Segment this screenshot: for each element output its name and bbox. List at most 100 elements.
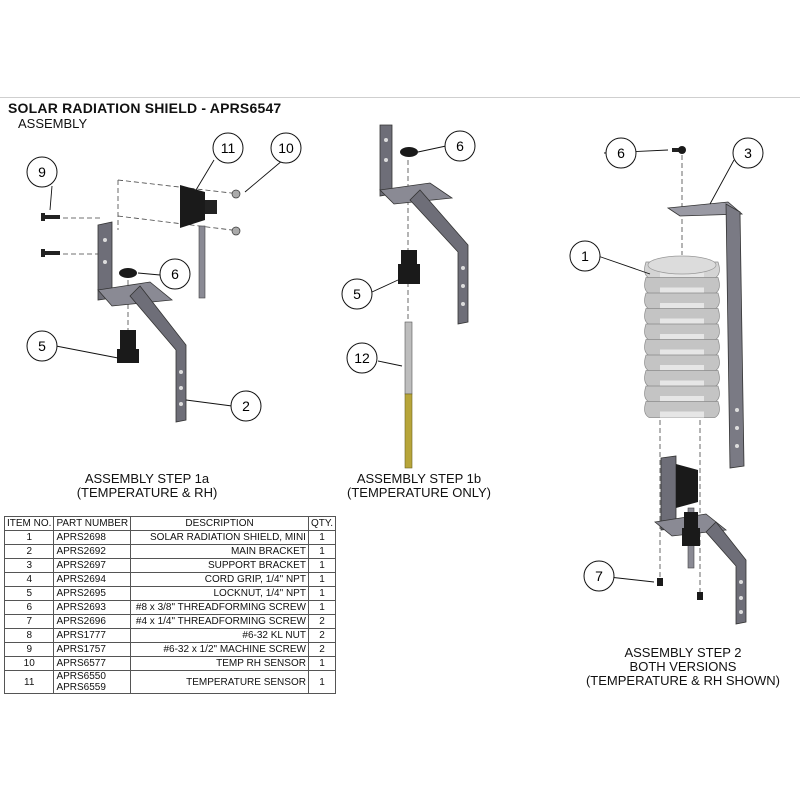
callout-bubble-step2-1: 3 bbox=[732, 137, 764, 169]
callout-number: 5 bbox=[353, 286, 361, 302]
callout-number: 6 bbox=[171, 266, 179, 282]
bom-part-number: APRS6577 bbox=[53, 656, 132, 671]
callout-number: 12 bbox=[354, 350, 370, 366]
callout-number: 11 bbox=[221, 140, 236, 156]
bom-part-number-text: APRS1757 bbox=[56, 644, 106, 655]
main-bracket-2 bbox=[97, 221, 187, 423]
bom-part-number: APRS2692 bbox=[53, 544, 132, 559]
step1a-caption-line1: ASSEMBLY STEP 1a bbox=[84, 471, 210, 486]
callout-bubble-step1a-5: 2 bbox=[230, 390, 262, 422]
drawing-title: SOLAR RADIATION SHIELD - APRS6547 bbox=[8, 100, 282, 116]
step1b-caption-line1: ASSEMBLY STEP 1b bbox=[356, 471, 482, 486]
bom-description: TEMPERATURE SENSOR bbox=[130, 670, 309, 694]
bom-description: LOCKNUT, 1/4" NPT bbox=[130, 586, 309, 601]
support-bracket-3 bbox=[666, 201, 745, 469]
callout-bubble-step1a-0: 9 bbox=[26, 156, 58, 188]
bom-qty: 1 bbox=[307, 600, 337, 615]
bom-header-row: ITEM NO. PART NUMBER DESCRIPTION QTY. bbox=[3, 516, 337, 531]
threadforming-screw-7b bbox=[697, 592, 703, 600]
bom-qty: 2 bbox=[307, 628, 337, 643]
step2-illustration bbox=[644, 146, 747, 625]
bom-description: SOLAR RADIATION SHIELD, MINI bbox=[130, 530, 309, 545]
drawing-subtitle: ASSEMBLY bbox=[18, 116, 88, 131]
bom-part-number: APRS1757 bbox=[53, 642, 132, 657]
bom-item-no: 8 bbox=[3, 628, 55, 643]
bom-part-number-text: APRS2694 bbox=[56, 574, 106, 585]
callout-number: 5 bbox=[38, 338, 46, 354]
bom-part-number: APRS2697 bbox=[53, 558, 132, 573]
bom-part-number: APRS2694 bbox=[53, 572, 132, 587]
callout-bubble-step1b-2: 12 bbox=[346, 342, 378, 374]
bom-qty: 1 bbox=[307, 572, 337, 587]
step2-caption-line3: (TEMPERATURE & RH SHOWN) bbox=[585, 673, 781, 688]
bom-qty: 1 bbox=[307, 586, 337, 601]
bom-item-no: 2 bbox=[3, 544, 55, 559]
bom-qty: 1 bbox=[307, 530, 337, 545]
bom-qty: 2 bbox=[307, 614, 337, 629]
bom-description: CORD GRIP, 1/4" NPT bbox=[130, 572, 309, 587]
top-border-line bbox=[0, 97, 800, 98]
threadforming-screw-7a bbox=[657, 578, 663, 586]
temperature-probe-12 bbox=[404, 321, 413, 469]
bom-description: #6-32 x 1/2" MACHINE SCREW bbox=[130, 642, 309, 657]
bom-part-number-text: APRS6577 bbox=[56, 658, 106, 669]
bom-header-description: DESCRIPTION bbox=[130, 516, 309, 531]
step1b-caption-line2: (TEMPERATURE ONLY) bbox=[347, 485, 491, 500]
step2-caption-line1: ASSEMBLY STEP 2 bbox=[624, 645, 742, 660]
threadforming-screw-6a bbox=[119, 268, 137, 278]
bom-header-item: ITEM NO. bbox=[3, 516, 55, 531]
callout-bubble-step1a-3: 6 bbox=[159, 258, 191, 290]
radiation-shield-1 bbox=[644, 255, 720, 418]
bom-part-number: APRS2698 bbox=[53, 530, 132, 545]
step1a-caption: ASSEMBLY STEP 1a (TEMPERATURE & RH) bbox=[62, 472, 232, 500]
bom-item-no: 3 bbox=[3, 558, 55, 573]
callout-number: 3 bbox=[744, 145, 752, 161]
bom-part-number-text: APRS2692 bbox=[56, 546, 106, 557]
callout-bubble-step2-2: 1 bbox=[569, 240, 601, 272]
bom-part-number-text: APRS6550 bbox=[56, 671, 106, 682]
cord-grip-5b bbox=[398, 250, 420, 284]
cord-grip-5a bbox=[117, 330, 139, 363]
callout-number: 1 bbox=[581, 248, 589, 264]
bom-description: #6-32 KL NUT bbox=[130, 628, 309, 643]
bom-part-number-text: APRS2693 bbox=[56, 602, 106, 613]
callout-number: 6 bbox=[456, 138, 464, 154]
bom-description: SUPPORT BRACKET bbox=[130, 558, 309, 573]
bom-item-no: 9 bbox=[3, 642, 55, 657]
bom-qty: 1 bbox=[307, 670, 337, 694]
bom-part-number-text: APRS2696 bbox=[56, 616, 106, 627]
bom-qty: 2 bbox=[307, 642, 337, 657]
bom-part-number-text: APRS2697 bbox=[56, 560, 106, 571]
threadforming-screw-6c bbox=[672, 146, 686, 154]
step1a-illustration bbox=[41, 179, 241, 423]
kl-nut-b bbox=[231, 226, 241, 236]
bom-item-no: 7 bbox=[3, 614, 55, 629]
bom-qty: 1 bbox=[307, 544, 337, 559]
callout-number: 9 bbox=[38, 164, 46, 180]
bom-item-no: 11 bbox=[3, 670, 55, 694]
bracket-assembly-step2 bbox=[654, 455, 747, 625]
machine-screw-9b bbox=[41, 249, 60, 257]
bom-header-qty: QTY. bbox=[307, 516, 337, 531]
bom-item-no: 5 bbox=[3, 586, 55, 601]
bom-part-number: APRS1777 bbox=[53, 628, 132, 643]
step1b-caption: ASSEMBLY STEP 1b (TEMPERATURE ONLY) bbox=[334, 472, 504, 500]
step1b-illustration bbox=[379, 124, 469, 469]
callout-bubble-step1b-1: 5 bbox=[341, 278, 373, 310]
callout-bubble-step2-3: 7 bbox=[583, 560, 615, 592]
bom-description: #8 x 3/8" THREADFORMING SCREW bbox=[130, 600, 309, 615]
callout-number: 2 bbox=[242, 398, 250, 414]
callout-number: 10 bbox=[278, 140, 294, 156]
callout-bubble-step1a-4: 5 bbox=[26, 330, 58, 362]
